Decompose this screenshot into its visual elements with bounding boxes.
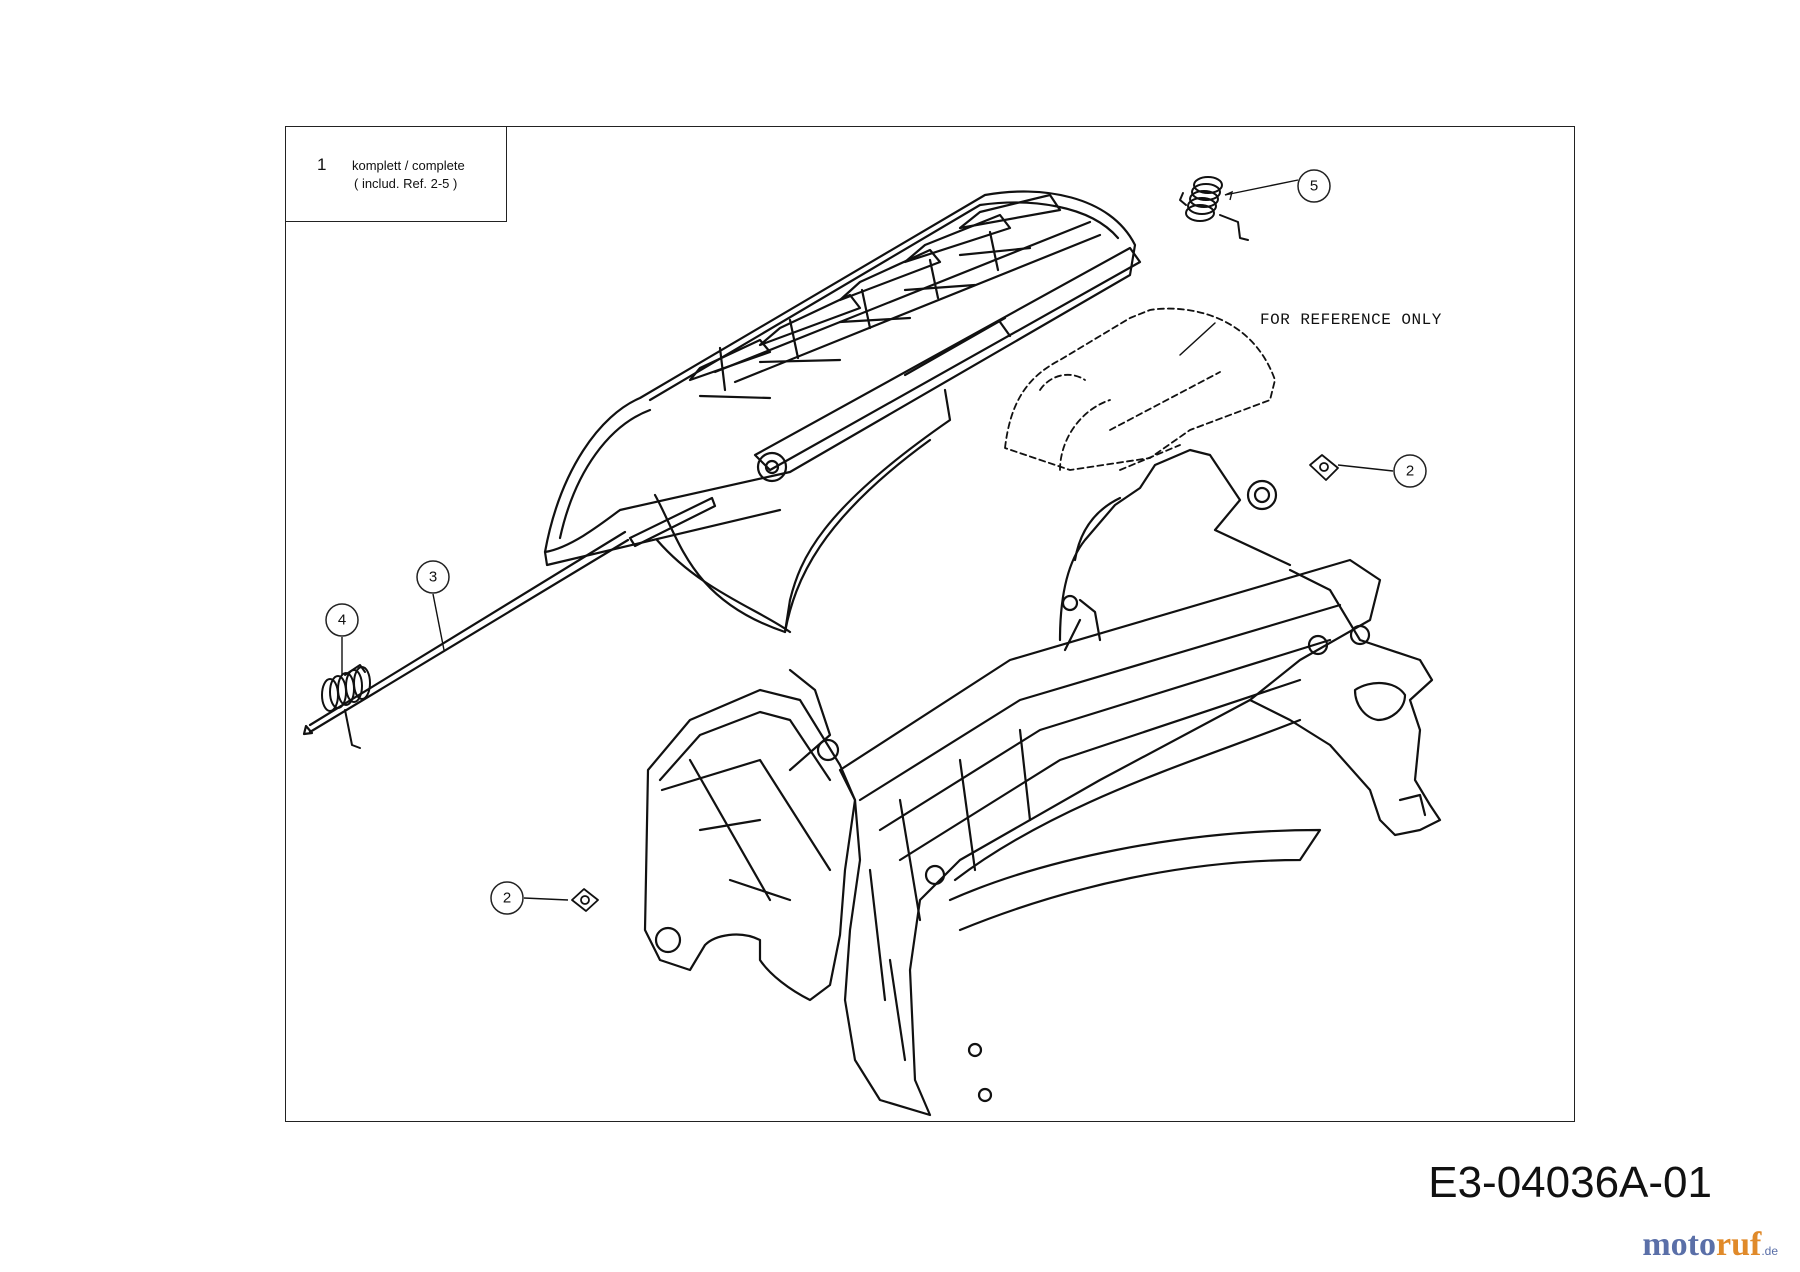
callout-3: 3 bbox=[416, 560, 450, 594]
drawing-number: E3-04036A-01 bbox=[1428, 1158, 1712, 1207]
legend-line-2: ( includ. Ref. 2-5 ) bbox=[354, 176, 458, 191]
parts-legend-box: 1 komplett / complete ( includ. Ref. 2-5… bbox=[285, 126, 507, 222]
legend-line-1: komplett / complete bbox=[352, 158, 465, 173]
diagram-frame bbox=[285, 126, 1575, 1122]
callout-2-lower: 2 bbox=[490, 881, 524, 915]
callout-label: 3 bbox=[429, 569, 437, 586]
brand-part-1: moto bbox=[1642, 1226, 1716, 1263]
callout-label: 2 bbox=[503, 890, 511, 907]
nut-lower bbox=[571, 888, 599, 912]
brand-suffix: .de bbox=[1761, 1244, 1778, 1258]
torsion-spring-right bbox=[1179, 176, 1249, 241]
legend-ref-number: 1 bbox=[317, 155, 327, 174]
upper-cover-part bbox=[543, 190, 1142, 634]
base-frame-part bbox=[643, 448, 1442, 1117]
rod-part bbox=[302, 530, 630, 736]
callout-label: 2 bbox=[1406, 463, 1414, 480]
reference-cover-outline bbox=[1004, 307, 1276, 471]
callout-4: 4 bbox=[325, 603, 359, 637]
callout-label: 4 bbox=[338, 612, 346, 629]
torsion-spring-left bbox=[321, 664, 371, 749]
brand-watermark: motoruf.de bbox=[1642, 1226, 1778, 1264]
callout-2-upper: 2 bbox=[1393, 454, 1427, 488]
brand-part-2: ruf bbox=[1715, 1226, 1762, 1263]
nut-upper bbox=[1309, 454, 1339, 481]
reference-only-note: FOR REFERENCE ONLY bbox=[1260, 311, 1442, 329]
callout-label: 5 bbox=[1310, 178, 1318, 195]
callout-5: 5 bbox=[1297, 169, 1331, 203]
